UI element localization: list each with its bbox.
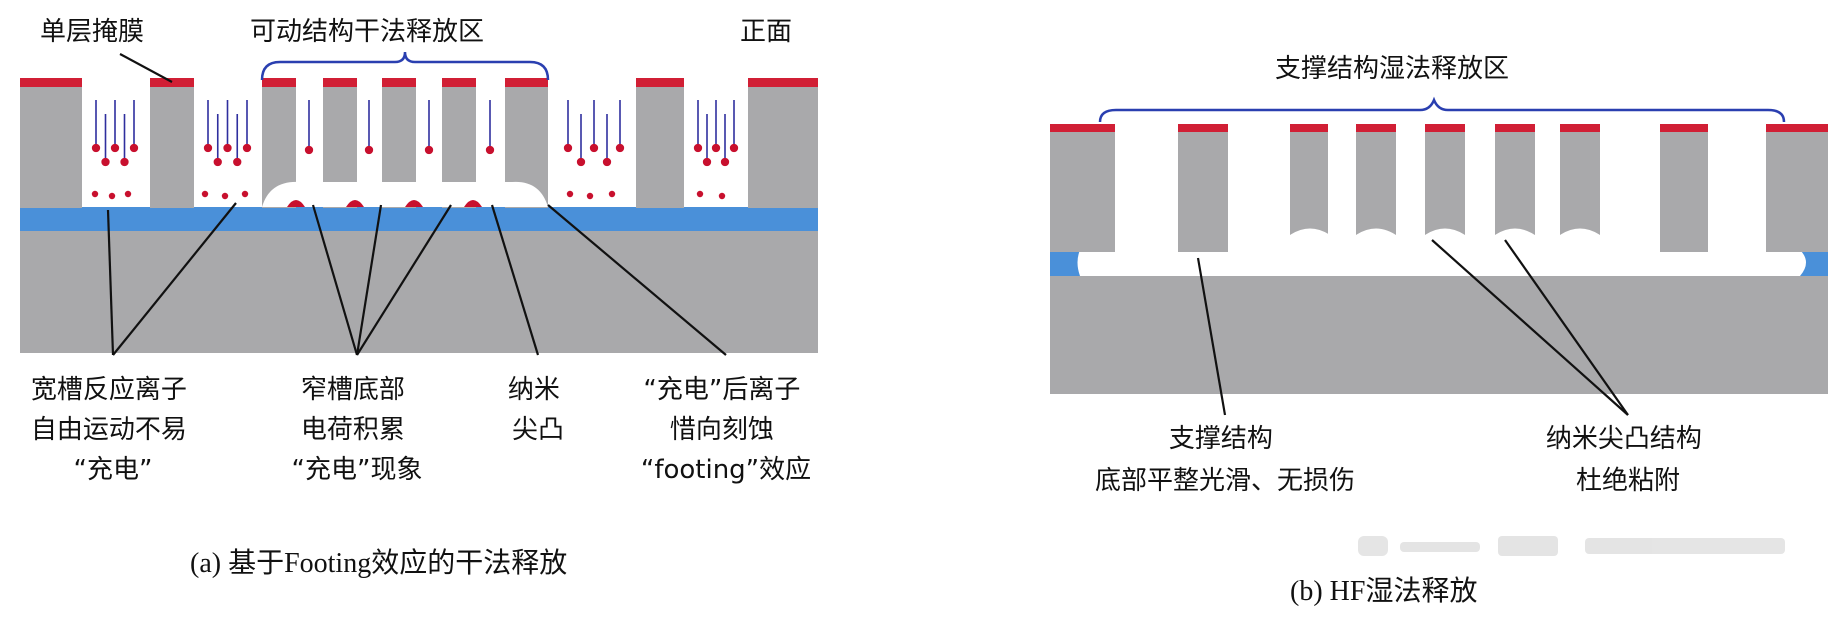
mask-layer-b — [1178, 124, 1228, 132]
mask-layer — [150, 78, 194, 87]
nano-bump — [346, 200, 364, 207]
mask-layer-b — [1425, 124, 1465, 132]
nano-bumps-b — [1272, 228, 1618, 252]
leader-narrow-3 — [356, 204, 452, 356]
mask-layer-b — [1050, 124, 1115, 132]
panel-a-diagram: 单层掩膜 可动结构干法释放区 正面 宽槽反应离子 自由运动不易 “充电” 窄槽底… — [20, 17, 818, 579]
pillar-b — [1660, 128, 1708, 252]
nano-bump — [464, 200, 482, 207]
release-zone-brace-b — [1098, 96, 1786, 123]
charge-dot — [586, 192, 594, 200]
mask-leader — [119, 53, 173, 83]
nano-bumps-a — [287, 200, 482, 207]
release-zone-brace — [260, 51, 550, 81]
mask-layer-b — [1495, 124, 1535, 132]
nano-bump-b — [1272, 228, 1348, 252]
nano-bump — [287, 200, 305, 207]
release-zone-label: 可动结构干法释放区 — [250, 17, 484, 47]
charge-dot — [201, 190, 209, 198]
charge-dot — [566, 190, 574, 198]
charge-dot — [608, 190, 616, 198]
mask-layer-b — [1356, 124, 1396, 132]
front-label: 正面 — [740, 17, 792, 47]
leader-narrow-1 — [311, 204, 359, 356]
leader-support — [1196, 257, 1227, 416]
mask-label: 单层掩膜 — [40, 17, 144, 47]
leader-footing — [547, 204, 727, 356]
substrate — [20, 210, 818, 353]
mask-layer — [323, 78, 357, 87]
release-zone-label-b: 支撑结构湿法释放区 — [1275, 54, 1509, 84]
leader-narrow-2 — [355, 204, 383, 356]
mask-layer — [262, 78, 296, 87]
pillar — [748, 82, 818, 208]
mask-layer — [442, 78, 476, 87]
panel-b-diagram: 支撑结构湿法释放区 支撑结构 底部平整光滑、无损伤 纳米尖凸结构 杜绝粘附 (b… — [1050, 54, 1828, 607]
substrate-b — [1050, 262, 1828, 394]
release-cavity — [262, 181, 548, 207]
mask-layer-b — [1560, 124, 1600, 132]
annotation-footing: “充电”后离子 惜向刻蚀 “footing”效应 — [641, 375, 811, 485]
charge-dot — [108, 192, 116, 200]
caption-a: (a) 基于Footing效应的干法释放 — [190, 547, 567, 579]
nano-bump — [405, 200, 423, 207]
ion-arrows — [91, 100, 739, 167]
mask-layer — [20, 78, 82, 87]
mask-layer-b — [1660, 124, 1708, 132]
mask-layer — [748, 78, 818, 87]
pillar-b — [1766, 128, 1828, 252]
charge-dot — [91, 190, 99, 198]
nano-bump-b — [1338, 228, 1414, 252]
released-gap — [1077, 250, 1806, 276]
mask-layer-b — [1766, 124, 1828, 132]
pillar — [636, 82, 684, 208]
leader-bump — [490, 204, 540, 356]
pillar — [20, 82, 82, 208]
mask-layer-b — [1290, 124, 1328, 132]
annotation-narrow: 窄槽底部 电荷积累 “充电”现象 — [292, 375, 423, 485]
pillar-b — [1178, 128, 1228, 252]
mask-layer — [636, 78, 684, 87]
charge-dot — [124, 190, 132, 198]
caption-b: (b) HF湿法释放 — [1290, 575, 1477, 607]
leader-wide-2 — [112, 202, 237, 356]
oxide-layer — [20, 207, 818, 231]
pillar-b — [1050, 128, 1115, 252]
charge-dots — [91, 190, 726, 200]
pillar — [150, 82, 194, 208]
watermark — [1358, 536, 1785, 556]
pillars-b — [1050, 124, 1828, 252]
leader-wide-1 — [106, 209, 115, 356]
annotation-bump-b: 纳米尖凸结构 杜绝粘附 — [1546, 424, 1710, 496]
nano-bump-b — [1477, 228, 1553, 252]
mask-layer — [505, 78, 548, 87]
charge-dot — [221, 192, 229, 200]
annotation-bump: 纳米 尖凸 — [508, 375, 568, 445]
leader-bump-b-1 — [1431, 239, 1629, 416]
nano-bump-b — [1407, 228, 1483, 252]
nano-bump-b — [1542, 228, 1618, 252]
charge-dot — [696, 190, 704, 198]
charge-dot — [241, 190, 249, 198]
annotation-support: 支撑结构 底部平整光滑、无损伤 — [1095, 424, 1355, 496]
charge-dot — [718, 192, 726, 200]
annotation-wide: 宽槽反应离子 自由运动不易 “充电” — [31, 375, 195, 485]
mask-layer — [382, 78, 416, 87]
leader-bump-b-2 — [1504, 239, 1629, 416]
